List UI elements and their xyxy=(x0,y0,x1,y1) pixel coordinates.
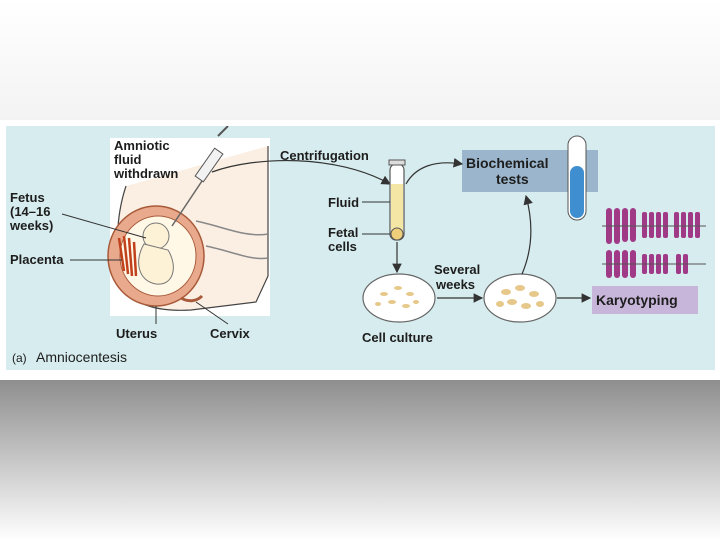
label-cell-culture: Cell culture xyxy=(362,330,433,345)
fetus-body xyxy=(138,243,174,285)
culture-dish-1 xyxy=(362,273,436,323)
blue-test-tube xyxy=(567,135,587,221)
arrow-to-biochem xyxy=(405,157,464,185)
slide-top-band xyxy=(0,0,720,120)
label-amniotic-2: fluid xyxy=(114,152,141,167)
label-biochem-1: Biochemical xyxy=(466,155,548,171)
caption-prefix: (a) xyxy=(12,351,27,365)
label-fluid: Fluid xyxy=(328,195,359,210)
label-centrifugation: Centrifugation xyxy=(280,148,369,163)
karyotype-chromosomes xyxy=(606,208,700,278)
label-fetal-2: cells xyxy=(328,239,357,254)
karyotyping-box xyxy=(592,286,698,314)
label-fetus-3: weeks) xyxy=(9,218,53,233)
placenta-shape xyxy=(117,235,138,277)
label-fetus-1: Fetus xyxy=(10,190,45,205)
cervix-shape xyxy=(180,294,204,303)
label-biochem-2: tests xyxy=(496,171,529,187)
syringe-body xyxy=(194,147,224,183)
syringe-plunger xyxy=(217,126,229,137)
label-placenta: Placenta xyxy=(10,252,64,267)
organ-outline-2 xyxy=(205,245,269,260)
arrow-to-centrifuge xyxy=(211,159,392,185)
label-several-1: Several xyxy=(434,262,480,277)
culture-dish-2 xyxy=(483,273,557,323)
label-several-2: weeks xyxy=(435,277,475,292)
label-uterus: Uterus xyxy=(116,326,157,341)
anatomy-leader-lines xyxy=(61,213,229,325)
label-amniotic-3: withdrawn xyxy=(113,166,178,181)
caption-title: Amniocentesis xyxy=(36,349,127,365)
arrow-dish-to-biochem xyxy=(521,194,533,275)
label-cervix: Cervix xyxy=(210,326,251,341)
amniocentesis-diagram: Amniotic fluid withdrawn Fetus (14–16 we… xyxy=(9,126,706,365)
karyotype-centromere-lines xyxy=(602,225,706,265)
organ-outline xyxy=(195,220,269,236)
label-fetal-1: Fetal xyxy=(328,225,358,240)
amniocentesis-figure: Amniotic fluid withdrawn Fetus (14–16 we… xyxy=(6,126,715,370)
chromosome-row-1 xyxy=(606,208,700,244)
label-fetus-2: (14–16 xyxy=(10,204,50,219)
centrifuge-tube xyxy=(388,159,406,241)
slide-bottom-band xyxy=(0,380,720,540)
label-amniotic-1: Amniotic xyxy=(114,138,170,153)
label-karyotyping: Karyotyping xyxy=(596,292,678,308)
